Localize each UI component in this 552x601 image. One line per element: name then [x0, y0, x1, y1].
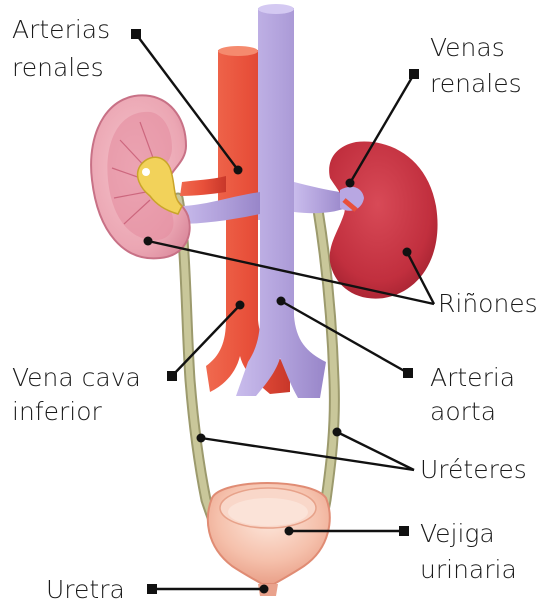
label-vena-cava-line1: Vena cava [12, 363, 141, 392]
label-venas-renales-line1: Venas [430, 33, 505, 62]
kidney-left [91, 95, 190, 258]
label-rinones: Riñones [438, 289, 538, 318]
label-vena-cava-line2: inferior [12, 397, 102, 426]
label-vejiga-line2: urinaria [420, 555, 517, 584]
bladder [208, 483, 330, 596]
vena-cava [178, 4, 346, 398]
label-arterias-renales-line1: Arterias [12, 15, 110, 44]
label-vejiga-line1: Vejiga [420, 519, 495, 548]
label-arteria-aorta-line2: aorta [430, 397, 496, 426]
label-venas-renales-line2: renales [430, 69, 522, 98]
label-uretra: Uretra [46, 575, 125, 601]
label-arteria-aorta-line1: Arteria [430, 363, 515, 392]
kidney-right [329, 142, 437, 299]
label-arterias-renales-line2: renales [12, 53, 104, 82]
label-ureteres: Uréteres [420, 455, 527, 484]
